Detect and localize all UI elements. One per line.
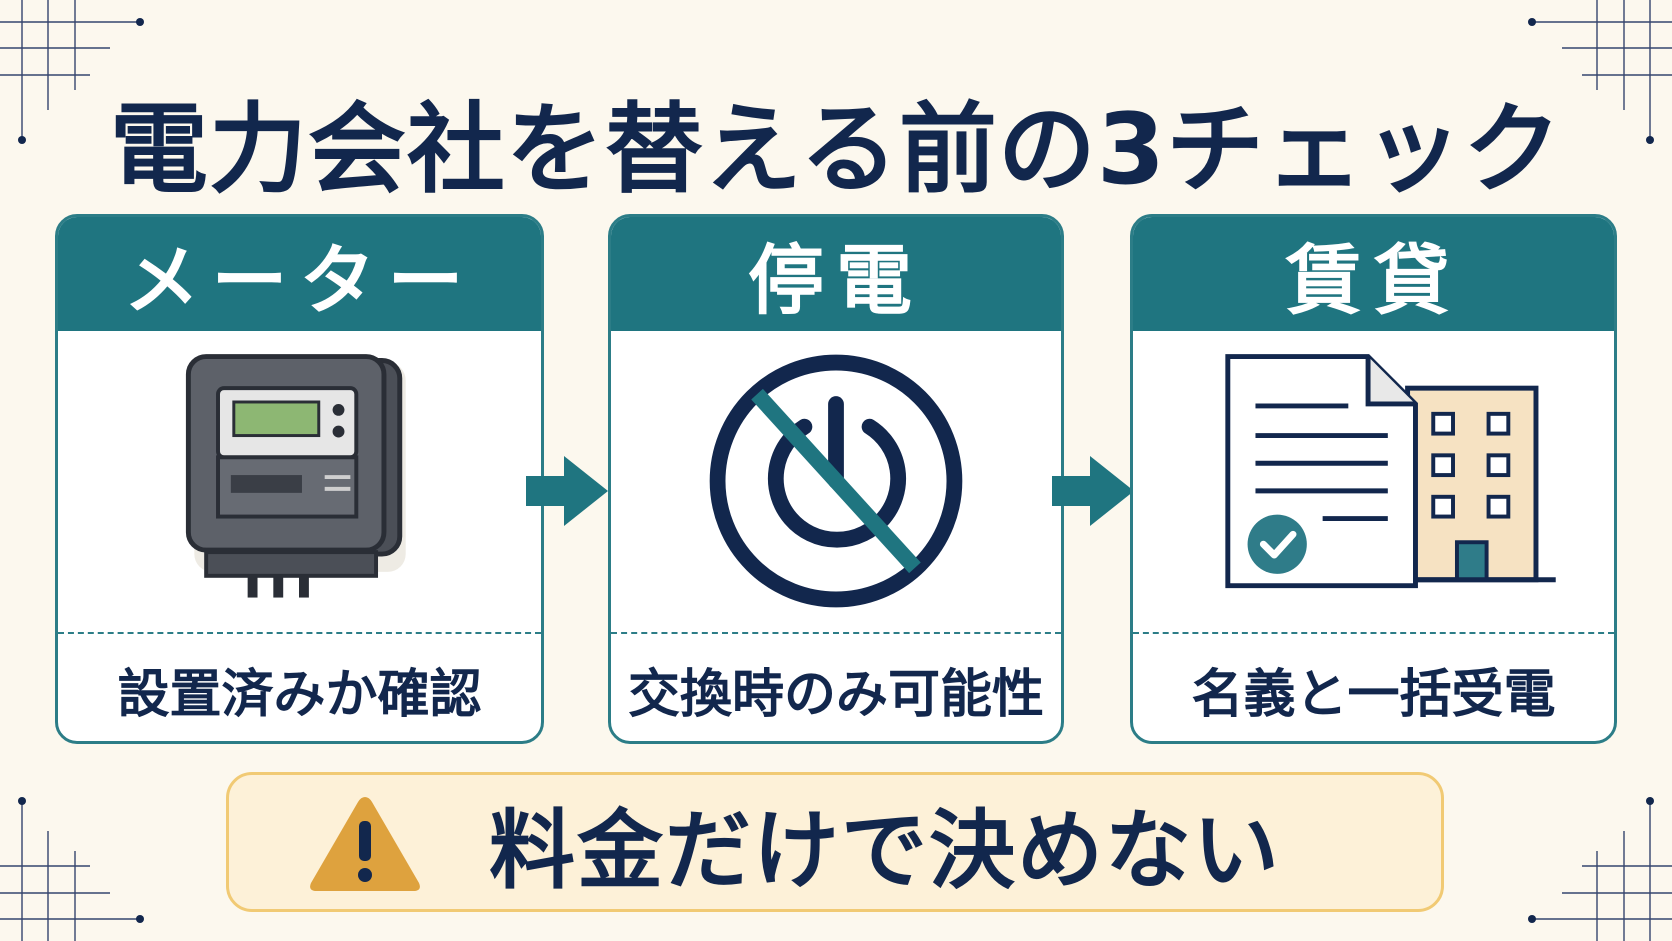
- card-caption: 名義と一括受電: [1191, 665, 1556, 725]
- lease-document-building-icon: [1225, 354, 1556, 589]
- no-power-icon: [709, 354, 963, 608]
- card-divider: [58, 632, 541, 634]
- arrow-right-icon: [526, 456, 608, 526]
- warning-triangle-icon: [310, 797, 420, 891]
- warning-text: 料金だけで決めない: [489, 800, 1281, 901]
- warning-banner: 料金だけで決めない: [226, 772, 1444, 912]
- check-card-rental: 賃貸 名義と一括受電: [1130, 214, 1617, 744]
- card-divider: [1133, 632, 1614, 634]
- card-heading: 停電: [611, 217, 1061, 331]
- card-caption: 交換時のみ可能性: [627, 665, 1044, 725]
- electric-meter-icon: [185, 354, 406, 598]
- corner-grid-decoration-top-left: [0, 0, 144, 144]
- card-caption: 設置済みか確認: [117, 665, 482, 725]
- check-card-meter: メーター 設置済みか確認: [55, 214, 544, 744]
- check-card-outage: 停電 交換時のみ可能性: [608, 214, 1064, 744]
- arrow-right-icon: [1052, 456, 1134, 526]
- corner-grid-decoration-bottom-right: [1528, 797, 1672, 941]
- card-divider: [611, 632, 1061, 634]
- page-title: 電力会社を替える前の3チェック: [109, 93, 1563, 207]
- corner-grid-decoration-top-right: [1528, 0, 1672, 144]
- corner-grid-decoration-bottom-left: [0, 797, 144, 941]
- card-heading: 賃貸: [1133, 217, 1614, 331]
- card-heading: メーター: [58, 217, 541, 331]
